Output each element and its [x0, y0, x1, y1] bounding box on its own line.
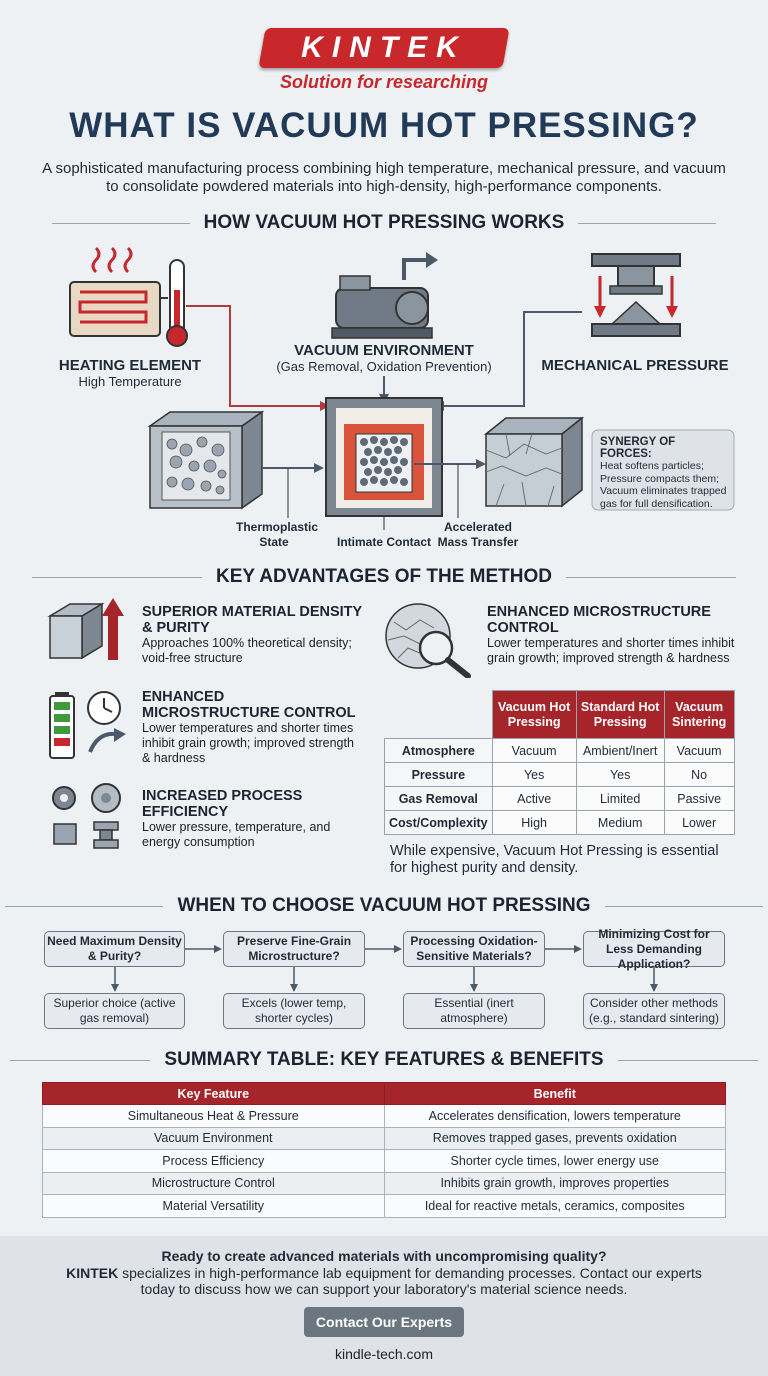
contact-experts-button[interactable]: Contact Our Experts	[304, 1307, 464, 1337]
press-chamber-icon	[325, 397, 443, 517]
feature-cell: Microstructure Control	[42, 1171, 385, 1195]
cta-text: specializes in high-performance lab equi…	[118, 1265, 702, 1297]
cta-brand: KINTEK	[66, 1265, 119, 1281]
label-thermoplastic: Thermoplastic State	[236, 520, 319, 549]
table-cell: Passive	[663, 786, 735, 811]
vacuum-pump-icon	[331, 252, 438, 339]
comparison-corner	[385, 691, 493, 739]
column-header: Vacuum Hot Pressing	[491, 690, 577, 739]
synergy-text: SYNERGY OF FORCES: Heat softens particle…	[600, 436, 727, 510]
column-header: Benefit	[383, 1082, 726, 1105]
benefit-cell: Inhibits grain growth, improves properti…	[383, 1171, 726, 1195]
section-heading-how: HOW VACUUM HOT PRESSING WORKS	[0, 211, 768, 235]
table-cell: High	[491, 810, 577, 835]
powder-mold-icon	[147, 410, 265, 510]
table-cell: Limited	[575, 786, 665, 811]
decision-question: Processing Oxidation-Sensitive Materials…	[403, 931, 545, 967]
density-cube-icon	[47, 598, 124, 660]
summary-header-row: Key Feature Benefit	[42, 1082, 726, 1105]
section-heading-summary: SUMMARY TABLE: KEY FEATURES & BENEFITS	[0, 1048, 768, 1072]
heating-element-icon	[69, 246, 168, 337]
table-row: Cost/Complexity High Medium Lower	[384, 810, 735, 835]
table-cell: No	[663, 762, 735, 787]
advantage-efficiency: INCREASED PROCESS EFFICIENCY Lower press…	[142, 788, 331, 849]
decision-answer: Superior choice (active gas removal)	[44, 993, 185, 1029]
logo-text: KINTEK	[301, 31, 467, 64]
label-mass-transfer: Accelerated Mass Transfer	[437, 520, 519, 549]
decision-answer: Excels (lower temp, shorter cycles)	[223, 993, 365, 1029]
vacuum-environment-label: VACUUM ENVIRONMENT (Gas Removal, Oxidati…	[276, 342, 492, 374]
feature-cell: Simultaneous Heat & Pressure	[42, 1104, 385, 1128]
row-header: Gas Removal	[384, 786, 493, 811]
cta-body: KINTEK specializes in high-performance l…	[60, 1265, 708, 1297]
footer-band	[0, 1236, 768, 1376]
advantage-density: SUPERIOR MATERIAL DENSITY & PURITY Appro…	[142, 604, 362, 665]
website-link[interactable]: kindle-tech.com	[334, 1346, 434, 1362]
decision-answer: Essential (inert atmosphere)	[403, 993, 545, 1029]
table-cell: Ambient/Inert	[575, 738, 665, 763]
advantage-microstructure-right: ENHANCED MICROSTRUCTURE CONTROL Lower te…	[487, 604, 735, 665]
dense-block-icon	[483, 416, 585, 508]
cta-question: Ready to create advanced materials with …	[161, 1248, 607, 1264]
section-heading-advantages: KEY ADVANTAGES OF THE METHOD	[0, 565, 768, 589]
table-row: Pressure Yes Yes No	[384, 762, 735, 787]
column-header: Key Feature	[42, 1082, 385, 1105]
table-cell: Lower	[663, 810, 735, 835]
battery-clock-icon	[49, 691, 126, 759]
row-header: Atmosphere	[384, 738, 493, 763]
section-heading-choose: WHEN TO CHOOSE VACUUM HOT PRESSING	[0, 894, 768, 918]
decision-answer: Consider other methods (e.g., standard s…	[583, 993, 725, 1029]
gear-parts-icon	[52, 783, 121, 849]
decision-flow-connectors	[111, 945, 658, 992]
heating-element-label: HEATING ELEMENT High Temperature	[58, 357, 202, 389]
summary-table: Key Feature Benefit Simultaneous Heat & …	[42, 1082, 726, 1218]
tagline: Solution for researching	[279, 72, 489, 92]
intro-text: A sophisticated manufacturing process co…	[42, 160, 726, 195]
table-cell: Active	[491, 786, 577, 811]
benefit-cell: Removes trapped gases, prevents oxidatio…	[383, 1126, 726, 1150]
column-header: Standard Hot Pressing	[575, 690, 665, 739]
table-cell: Vacuum	[491, 738, 577, 763]
synergy-box	[591, 429, 735, 511]
decision-question: Minimizing Cost for Less Demanding Appli…	[583, 927, 725, 971]
row-header: Cost/Complexity	[384, 810, 493, 835]
benefit-cell: Shorter cycle times, lower energy use	[383, 1149, 726, 1173]
decision-question: Need Maximum Density & Purity?	[44, 931, 185, 967]
advantage-icons	[47, 598, 126, 849]
comparison-table: Vacuum Hot Pressing Standard Hot Pressin…	[384, 690, 735, 835]
row-header: Pressure	[384, 762, 493, 787]
column-header: Vacuum Sintering	[663, 690, 735, 739]
mechanical-pressure-label: MECHANICAL PRESSURE	[541, 357, 729, 374]
microstructure-magnifier-icon	[385, 603, 471, 678]
comparison-header-row: Vacuum Hot Pressing Standard Hot Pressin…	[385, 690, 735, 739]
table-cell: Vacuum	[663, 738, 735, 763]
thermometer-icon	[166, 259, 188, 347]
decision-question: Preserve Fine-Grain Microstructure?	[223, 931, 365, 967]
feature-cell: Material Versatility	[42, 1194, 385, 1218]
advantage-microstructure-left: ENHANCED MICROSTRUCTURE CONTROL Lower te…	[142, 689, 356, 765]
process-diagram	[69, 246, 735, 530]
table-cell: Yes	[491, 762, 577, 787]
page-title: WHAT IS VACUUM HOT PRESSING?	[69, 106, 699, 145]
label-intimate-contact: Intimate Contact	[336, 535, 431, 549]
table-row: Atmosphere Vacuum Ambient/Inert Vacuum	[384, 738, 735, 763]
table-cell: Yes	[575, 762, 665, 787]
feature-cell: Vacuum Environment	[42, 1126, 385, 1150]
feature-cell: Process Efficiency	[42, 1149, 385, 1173]
table-cell: Medium	[575, 810, 665, 835]
mechanical-press-icon	[591, 253, 681, 337]
table-row: Gas Removal Active Limited Passive	[384, 786, 735, 811]
benefit-cell: Accelerates densification, lowers temper…	[383, 1104, 726, 1128]
comparison-note: While expensive, Vacuum Hot Pressing is …	[390, 843, 719, 876]
benefit-cell: Ideal for reactive metals, ceramics, com…	[383, 1194, 726, 1218]
